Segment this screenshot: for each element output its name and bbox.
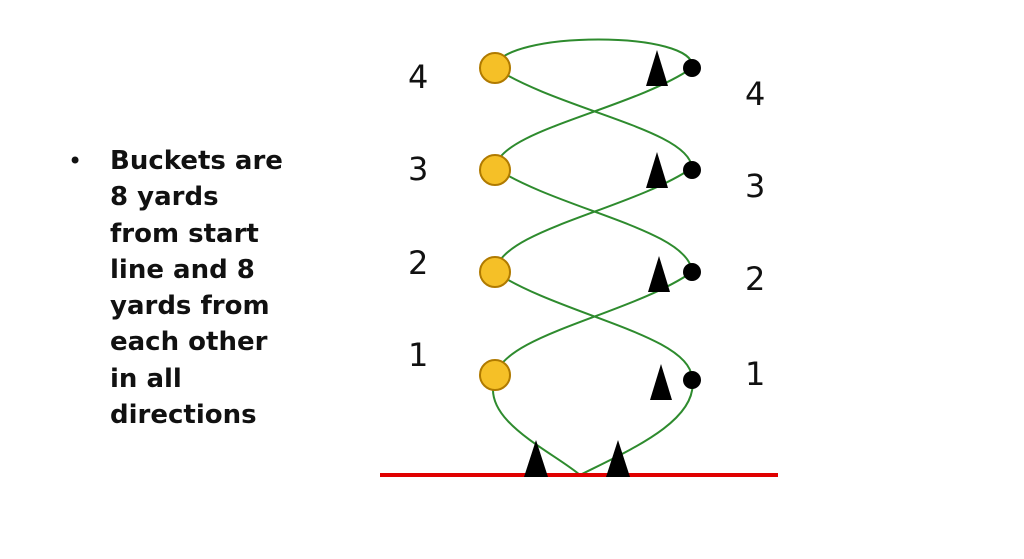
cone-4 xyxy=(646,50,668,86)
left-label-2: 2 xyxy=(408,244,428,282)
marker-2 xyxy=(683,263,701,281)
buckets xyxy=(479,52,511,391)
marker-4 xyxy=(683,59,701,77)
path-top-loop xyxy=(494,38,694,69)
bucket-1 xyxy=(479,359,511,391)
left-labels: 4 3 2 1 xyxy=(408,58,428,374)
marker-3 xyxy=(683,161,701,179)
left-label-4: 4 xyxy=(408,58,428,96)
cone-start-left xyxy=(524,440,548,477)
left-label-3: 3 xyxy=(408,150,428,188)
right-label-1: 1 xyxy=(745,355,765,393)
cone-1 xyxy=(650,364,672,400)
left-label-1: 1 xyxy=(408,336,428,374)
bucket-2 xyxy=(479,256,511,288)
cone-start-right xyxy=(606,440,630,477)
path-cross-2-1a xyxy=(494,271,693,379)
right-label-3: 3 xyxy=(745,167,765,205)
running-path xyxy=(491,38,694,476)
path-bottom-right xyxy=(579,377,694,476)
right-labels: 4 3 2 1 xyxy=(745,75,765,393)
markers xyxy=(683,59,701,389)
bucket-3 xyxy=(479,154,511,186)
cone-2 xyxy=(648,256,670,292)
marker-1 xyxy=(683,371,701,389)
bullet-point: • xyxy=(68,147,83,175)
right-label-2: 2 xyxy=(745,260,765,298)
cones xyxy=(524,50,672,477)
path-cross-3-2a xyxy=(494,167,693,273)
bucket-4 xyxy=(479,52,511,84)
cone-3 xyxy=(646,152,668,188)
instruction-text: Buckets are 8 yards from start line and … xyxy=(110,146,283,431)
path-cross-4-3a xyxy=(494,67,693,169)
right-label-4: 4 xyxy=(745,75,765,113)
path-bottom-left xyxy=(491,377,581,476)
